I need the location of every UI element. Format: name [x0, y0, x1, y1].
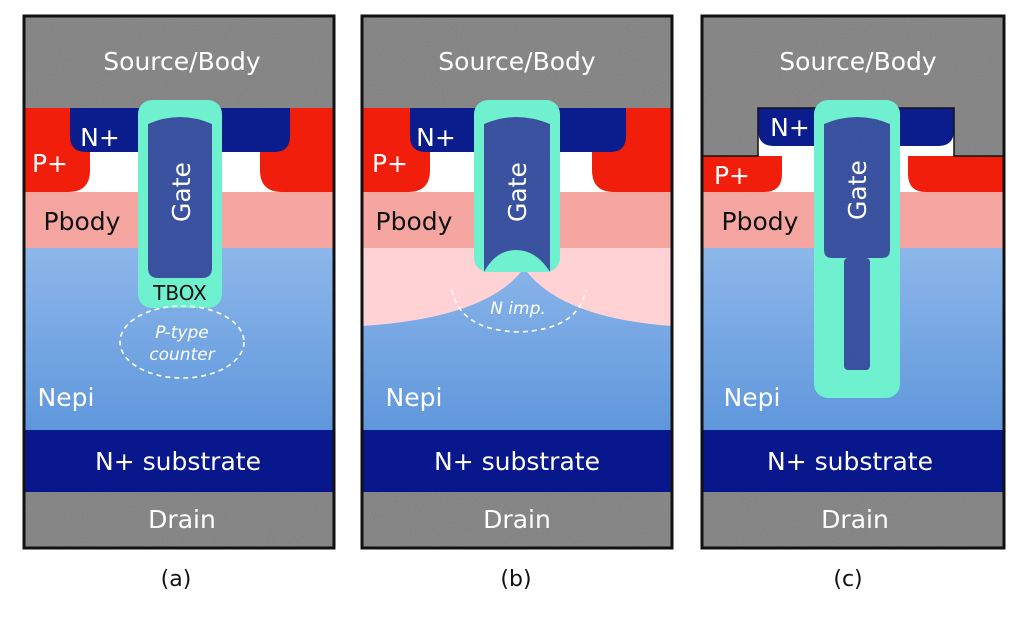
panel-border — [22, 14, 336, 550]
pplus-right — [908, 156, 1004, 192]
drain-label: Drain — [821, 505, 889, 534]
panel-caption: (a) — [161, 567, 192, 592]
source-label: Source/Body — [779, 47, 937, 76]
counter-doping-region — [362, 248, 672, 326]
substrate-layer — [24, 430, 334, 492]
shield-electrode — [844, 258, 870, 370]
pbody-label: Pbody — [44, 207, 121, 236]
nplus-left — [758, 108, 820, 146]
gate-electrode — [484, 117, 550, 272]
pplus-label: P+ — [372, 149, 408, 178]
gate-electrode — [148, 117, 212, 278]
pplus-label: P+ — [32, 149, 68, 178]
pplus-label: P+ — [714, 161, 750, 190]
panel-a: Source/Body N+ P+ Pbody Gate TBOX P-type… — [22, 14, 336, 592]
gate-electrode — [824, 117, 890, 258]
nplus-right — [210, 108, 290, 152]
nepi-label: Nepi — [386, 383, 443, 412]
metal-bottom — [362, 492, 672, 548]
gate-label: Gate — [503, 162, 532, 222]
implant-outline — [119, 305, 245, 379]
nplus-label: N+ — [770, 113, 810, 142]
metal-top — [702, 16, 1004, 156]
metal-top — [24, 16, 334, 108]
substrate-label: N+ substrate — [95, 447, 261, 476]
implant-label-line1: P-type — [155, 323, 208, 343]
metal-bottom — [702, 492, 1004, 548]
drain-label: Drain — [483, 505, 551, 534]
gate-label: Gate — [843, 160, 872, 220]
panel-caption: (b) — [500, 567, 531, 592]
substrate-label: N+ substrate — [434, 447, 600, 476]
panel-b: Source/Body N+ P+ Pbody Gate N imp. Nepi… — [360, 14, 674, 592]
gate-label: Gate — [167, 162, 196, 222]
metal-bottom — [24, 492, 334, 548]
nplus-left — [410, 108, 480, 152]
panel-caption: (c) — [833, 567, 862, 592]
substrate-label: N+ substrate — [767, 447, 933, 476]
nepi-label: Nepi — [38, 383, 95, 412]
metal-top — [362, 16, 672, 108]
nplus-label: N+ — [416, 123, 456, 152]
implant-label-line2: counter — [149, 345, 215, 365]
pbody-label: Pbody — [722, 207, 799, 236]
pplus-left — [702, 156, 782, 192]
panel-border — [700, 14, 1006, 550]
substrate-layer — [702, 430, 1004, 492]
substrate-layer — [362, 430, 672, 492]
panel-c: Source/Body N+ P+ Pbody Gate Nepi N+ sub… — [700, 14, 1006, 592]
source-label: Source/Body — [103, 47, 261, 76]
implant-label: N imp. — [490, 299, 546, 319]
nplus-right — [552, 108, 626, 152]
nplus-label: N+ — [80, 123, 120, 152]
source-label: Source/Body — [438, 47, 596, 76]
pbody-label: Pbody — [376, 207, 453, 236]
tbox-label: TBOX — [152, 281, 207, 305]
nplus-left — [70, 108, 150, 152]
implant-outline — [451, 289, 587, 333]
panel-border — [360, 14, 674, 550]
nepi-label: Nepi — [724, 383, 781, 412]
drain-label: Drain — [148, 505, 216, 534]
